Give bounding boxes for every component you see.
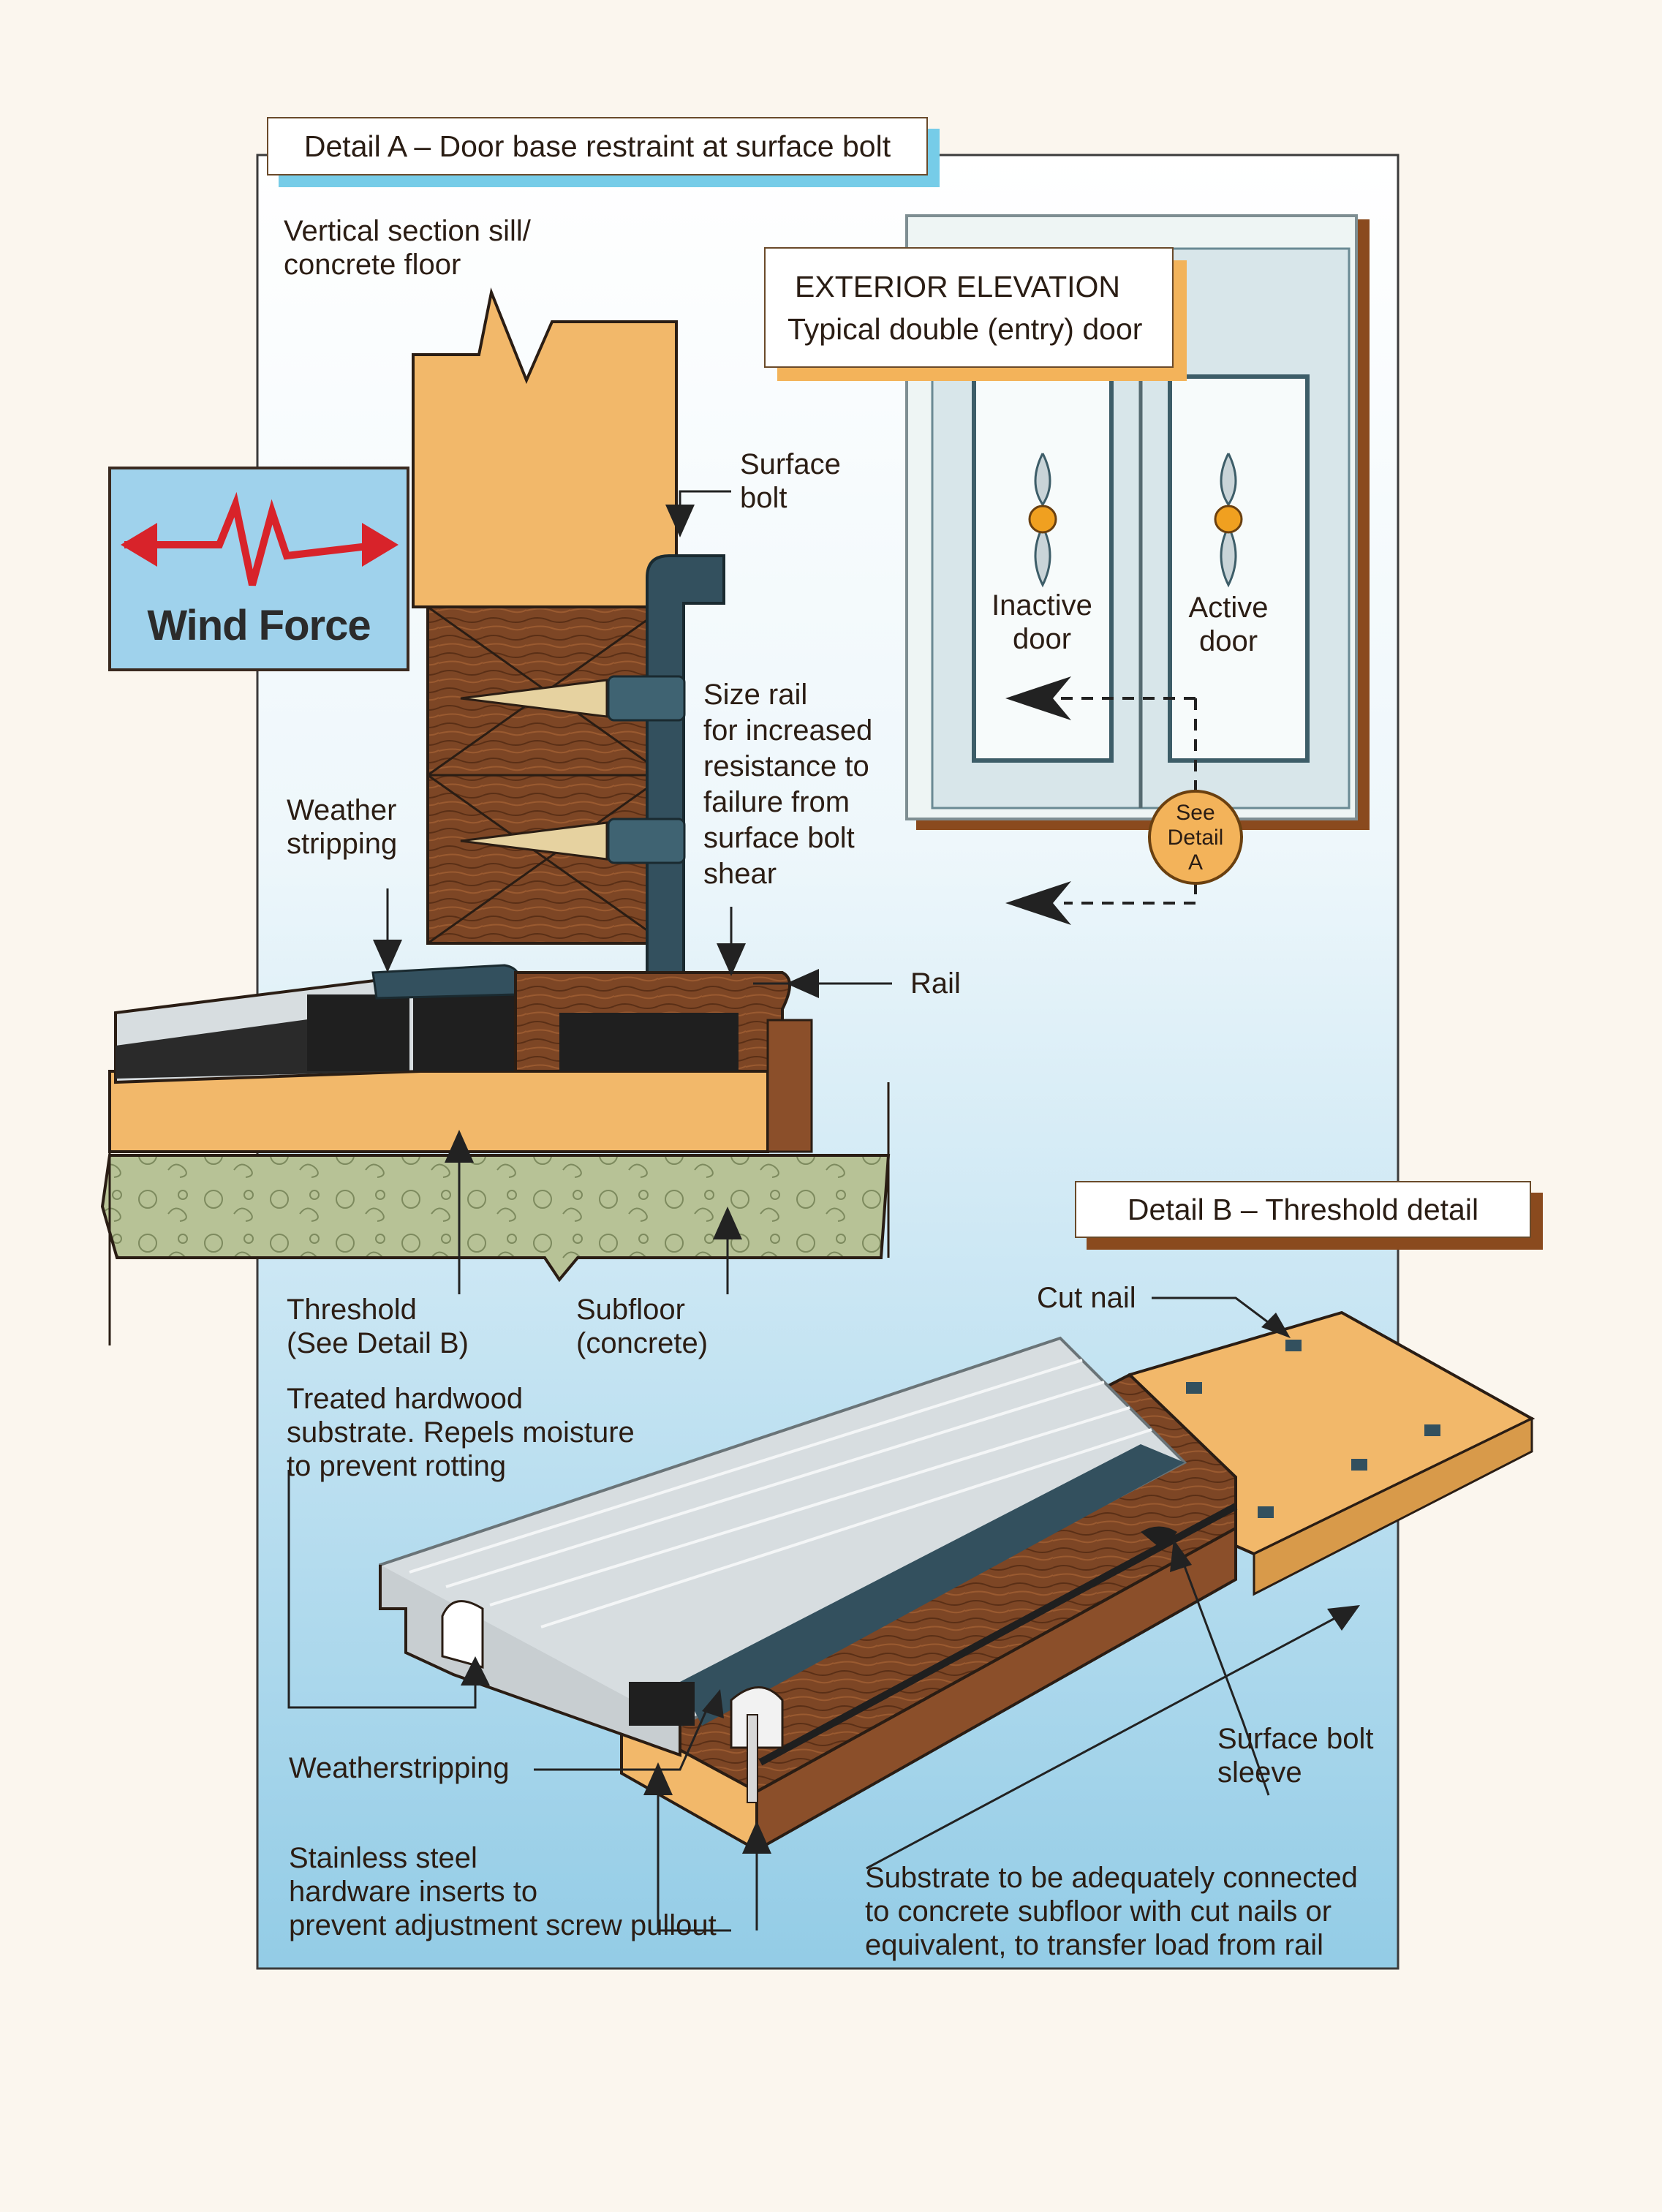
elevation-subtitle: Typical double (entry) door <box>787 312 1143 346</box>
inactive-door-label: Inactive door <box>991 589 1092 655</box>
cut-nail-label: Cut nail <box>1037 1282 1136 1314</box>
vertical-section-label: Vertical section sill/ concrete floor <box>284 215 531 281</box>
detail-a-title-text: Detail A – Door base restraint at surfac… <box>303 129 891 163</box>
see-detail-a-circle <box>1148 790 1243 885</box>
inactive-ornament-icon <box>1028 453 1057 588</box>
wind-force-label: Wind Force <box>147 602 371 649</box>
active-ornament-icon <box>1214 453 1243 588</box>
subfloor-label: Subfloor (concrete) <box>576 1294 709 1359</box>
surface-bolt-sleeve-label: Surface bolt sleeve <box>1217 1723 1374 1789</box>
cut-nail-mark <box>1285 1340 1302 1351</box>
active-door-label: Active door <box>1188 592 1269 657</box>
adjustment-screw-icon <box>747 1714 758 1803</box>
detail-b-title-text: Detail B – Threshold detail <box>1127 1192 1479 1226</box>
left-arrow-icon <box>121 523 157 567</box>
rail-label: Rail <box>910 967 961 1000</box>
leader-arrowheads <box>373 505 1360 1854</box>
detail-b-title: Detail B – Threshold detail <box>1075 1181 1531 1238</box>
treated-hardwood-label: Treated hardwood substrate. Repels moist… <box>287 1383 635 1482</box>
wind-wave-icon <box>124 491 381 586</box>
stainless-steel-label: Stainless steel hardware inserts to prev… <box>289 1842 717 1941</box>
surface-bolt-label: Surface bolt <box>740 448 841 514</box>
elevation-title-box: EXTERIOR ELEVATION Typical double (entry… <box>764 247 1174 368</box>
weatherstripping-label: Weatherstripping <box>289 1752 510 1784</box>
threshold-label: Threshold (See Detail B) <box>287 1294 469 1359</box>
weather-stripping-label: Weather stripping <box>287 794 398 860</box>
elevation-title: EXTERIOR ELEVATION <box>795 269 1121 303</box>
size-rail-label: Size rail for increased resistance to fa… <box>703 679 873 890</box>
see-detail-a-label: See Detail A <box>1167 801 1224 875</box>
substrate-label: Substrate to be adequately connected to … <box>865 1862 1358 1961</box>
detail-a-section <box>100 287 891 1345</box>
wind-force-badge <box>108 467 409 671</box>
right-arrow-icon <box>362 523 398 567</box>
detail-a-title: Detail A – Door base restraint at surfac… <box>267 117 928 175</box>
